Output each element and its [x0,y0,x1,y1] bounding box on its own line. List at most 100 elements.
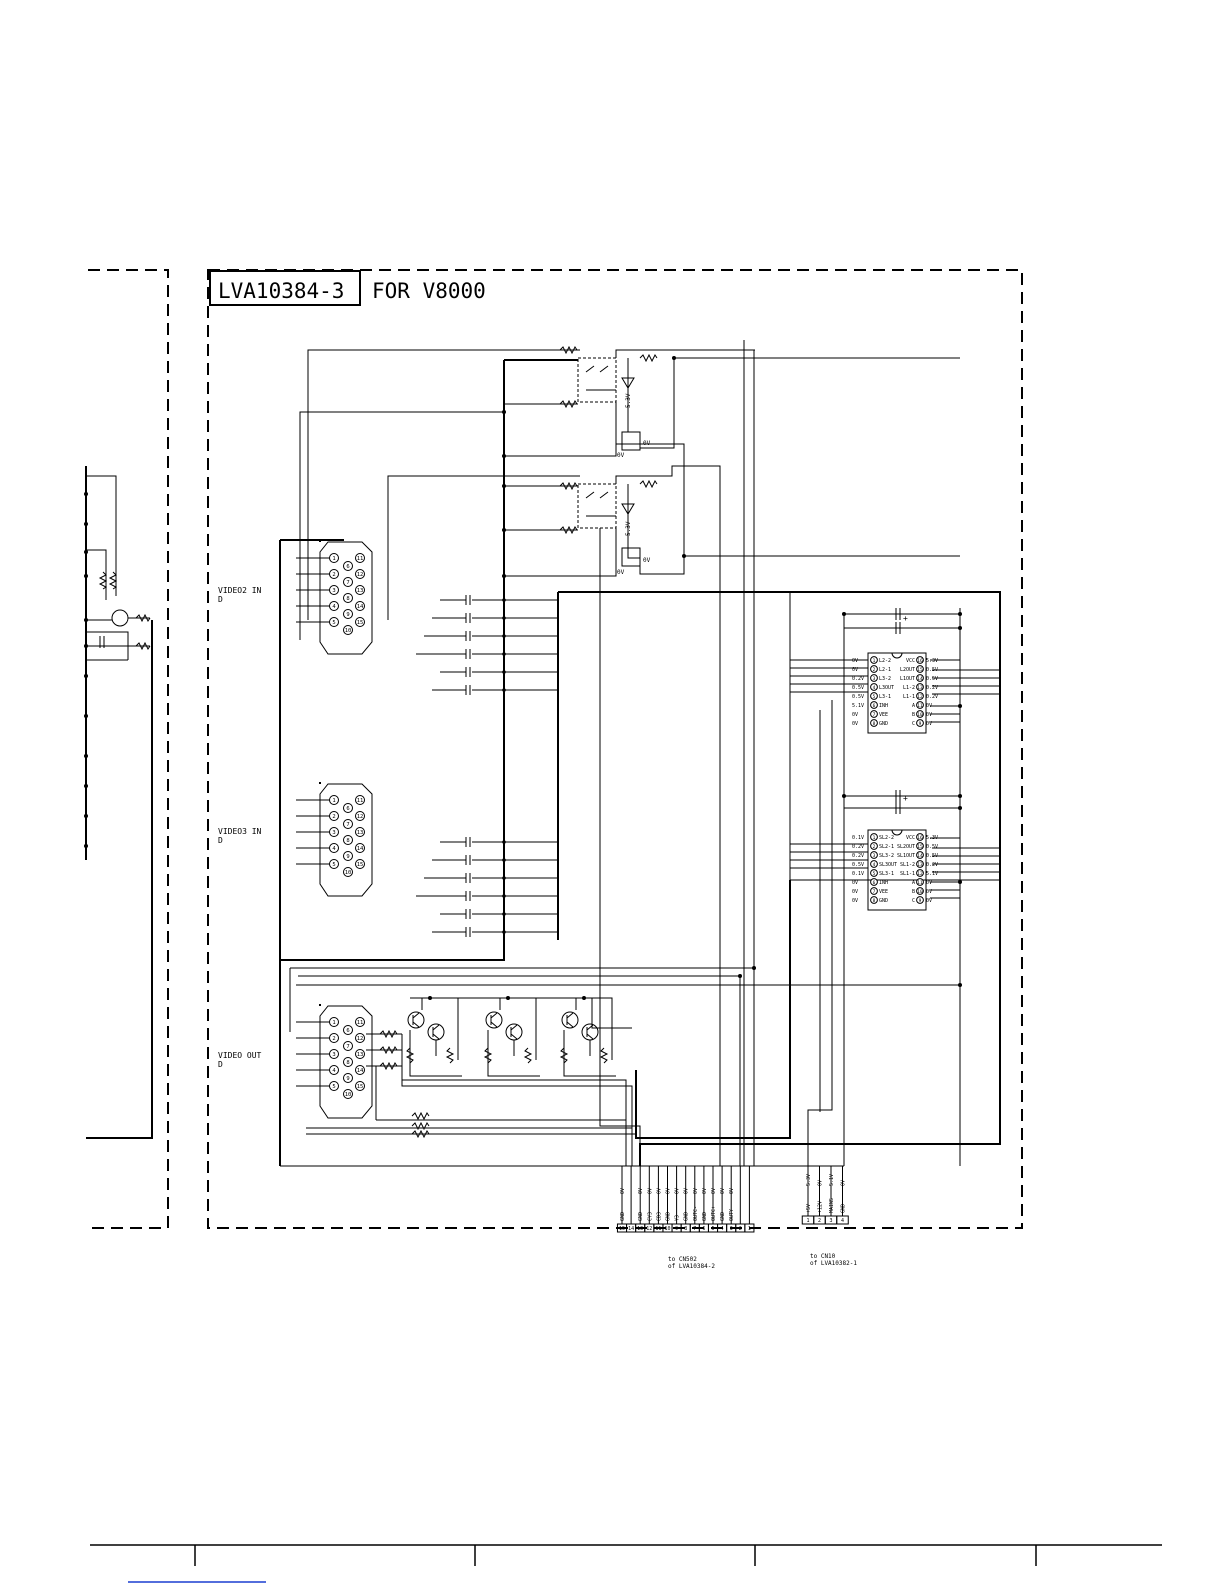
ic-pin-voltage: 0.2V [926,694,938,700]
connector-pin-name: CY3 [647,1212,653,1221]
ic-pin-number: 15 [917,667,923,673]
ic-pin-voltage: 0V [926,898,932,904]
pnp-transistor [581,1023,599,1041]
video3-in-text: VIDEO3 IN [218,827,262,836]
capacitor [465,837,471,847]
connector-pin-voltage: 5.1V [829,1174,835,1186]
coupling-capacitors [416,595,558,937]
dsub-pin-number: 6 [346,1028,349,1034]
connector-pin-voltage: 5.3V [806,1174,812,1186]
ic-pin-number: 4 [873,685,876,691]
dsub-pin-number: 12 [357,572,364,578]
dsub-pin [343,593,353,603]
ic-pin-name: L1OUT [900,676,915,682]
connector-pin-voltage: 0V [693,1188,699,1194]
svg-text:+: + [903,614,908,623]
connector-pin-name: GND [841,1204,847,1213]
dsub-pin [343,1057,353,1067]
connector-pin-voltage: 0V [666,1188,672,1194]
ic-pin-voltage: 0V [852,898,858,904]
ic-pin-number: 11 [917,703,923,709]
dsub-pin [355,811,365,821]
connector-pin-voltage: 0V [702,1188,708,1194]
connector-pin-name: OUTY [729,1209,735,1221]
ic-pin-voltage: 0V [926,889,932,895]
relay2-collector-voltage: 0V [643,557,651,564]
ic-pin-name: L2-2 [879,658,891,664]
video-out-label: VIDEO OUT D [218,1051,262,1069]
connector-pin-number: 2 [818,1218,821,1224]
ic-pin-name: VCC [906,835,915,841]
capacitor [465,595,471,605]
connector-pin-voltage: 0V [647,1188,653,1194]
ic-pin-number: 5 [873,871,876,877]
dsub-pin [355,1081,365,1091]
dsub-pin-number: 4 [332,846,336,852]
capacitor [465,685,471,695]
ic-pin-number: 3 [873,676,876,682]
dsub-pin-number: 6 [346,806,349,812]
ic-pin-voltage: 0.5V [926,676,938,682]
connector-pin-name: GND [638,1212,644,1221]
ic-pin-name: GND [879,898,888,904]
dsub-pin [355,795,365,805]
dsub-pin [343,609,353,619]
ic-pin-number: 9 [919,898,922,904]
ic-pin-number: 14 [917,676,923,682]
dsub-pin-number: 12 [357,1036,364,1042]
relay-block-1: 5.3V 0V 0V [299,345,755,640]
video2-in-text: VIDEO2 IN [218,586,262,595]
ic-pin-name: L3-1 [879,694,891,700]
cn502-note-line2: of LVA10384-2 [668,1263,715,1270]
connector-pin-voltage: 0V [675,1188,681,1194]
connector-pin-voltage: 0V [841,1180,847,1186]
capacitor [465,613,471,623]
signal-bus: + + [279,340,1001,1167]
connector-pin-number: 6 [702,1226,705,1232]
dsub-pin-number: 15 [357,620,364,626]
connector-pin-name: CD3 [656,1212,662,1221]
ic-pin-number: 9 [919,721,922,727]
cn10-note-line2: of LVA10382-1 [810,1260,857,1267]
video3-in-label: VIDEO3 IN D [218,827,262,845]
ic-pin-voltage: 5.3V [926,658,938,664]
ic-pin-voltage: 0V [852,712,858,718]
ic-pin-voltage: 0.5V [926,667,938,673]
dsub-pin-number: 7 [346,1044,349,1050]
ic-pin-name: L2OUT [900,667,915,673]
ic-pin-voltage: 0V [852,721,858,727]
ic-pin-number: 8 [873,898,876,904]
dsub-pin-number: 11 [357,798,364,804]
connector-pin-name: OUTC+ [711,1206,717,1221]
connector-pin-number: 9 [675,1226,678,1232]
connector-pin-name: GND [620,1212,626,1221]
dsub-pin-number: 8 [346,596,349,602]
capacitor [465,909,471,919]
connector-pin-name: OUTC- [693,1206,699,1221]
dsub-pin-number: 5 [332,862,335,868]
dsub-pin [355,569,365,579]
svg-text:+: + [903,794,908,803]
ic-pin-voltage: 0.2V [926,862,938,868]
dsub-pin-number: 3 [332,830,335,836]
ic-pin-name: SL3-1 [879,871,894,877]
dsub-pin [343,819,353,829]
ic-pin-voltage: 0V [852,658,858,664]
ic-pin-name: L1-2 [903,685,915,691]
ic-pin-number: 8 [873,721,876,727]
connector-pin-number: 3 [829,1218,832,1224]
connector-pin-name: GND [666,1212,672,1221]
board-part-number: LVA10384-3 [218,279,344,303]
ic-pin-name: C [912,898,915,904]
ic-pin-voltage: 0V [926,721,932,727]
ic-pin-voltage: 0V [852,889,858,895]
capacitor [465,873,471,883]
ic-pin-name: SL1OUT [897,853,915,859]
capacitor [465,927,471,937]
relay-block-2: 5.3V 0V 0V [387,357,960,1166]
ic-pin-number: 15 [917,844,923,850]
ic-pin-number: 16 [917,835,923,841]
npn-transistor [407,1011,425,1029]
